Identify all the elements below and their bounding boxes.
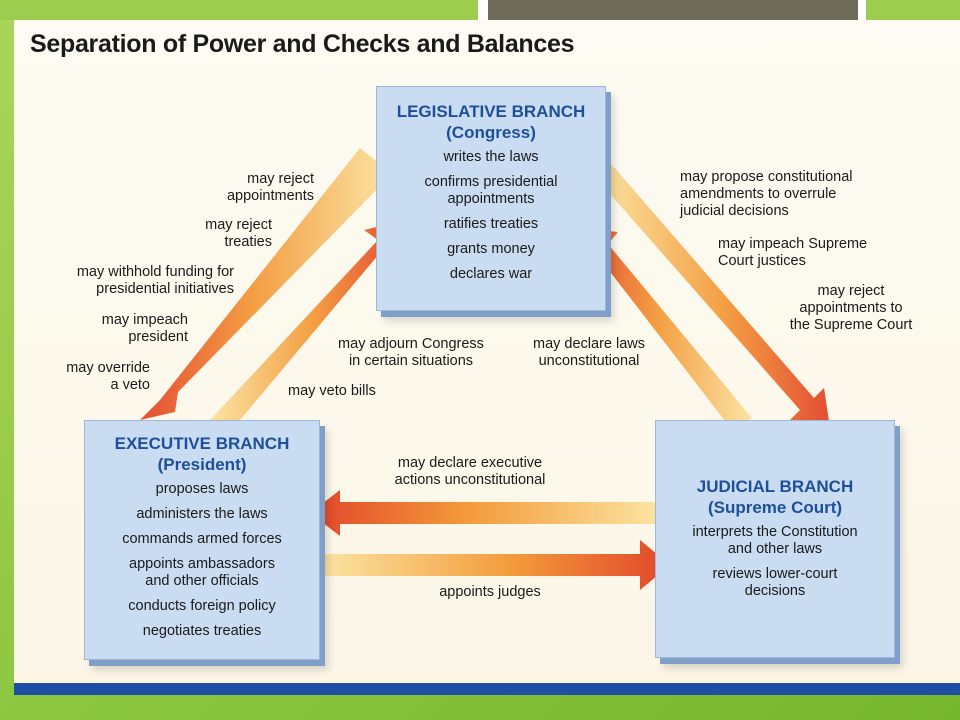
check-label-leg-exec: may withhold funding for presidential in… (76, 264, 234, 297)
legislative-duty: declares war (449, 266, 533, 282)
judicial-duty: reviews lower-court decisions (712, 566, 838, 599)
check-label-exec-leg: may adjourn Congress in certain situatio… (338, 336, 484, 369)
check-label-leg-jud: may impeach Supreme Court justices (718, 236, 868, 269)
executive-duty: appoints ambassadors and other officials (129, 556, 275, 589)
page-title: Separation of Power and Checks and Balan… (30, 30, 575, 58)
legislative-branch-subtitle: (Congress) (446, 123, 536, 142)
check-label-jud-exec: may declare executive actions unconstitu… (394, 455, 546, 488)
judicial-branch-subtitle: (Supreme Court) (707, 498, 843, 517)
legislative-branch-title: LEGISLATIVE BRANCH (396, 102, 586, 121)
check-label-leg-jud: may reject appointments to the Supreme C… (789, 283, 913, 333)
executive-duty: conducts foreign policy (128, 598, 276, 614)
check-label-exec-leg: may veto bills (288, 383, 376, 399)
check-label-exec-jud: appoints judges (439, 584, 541, 600)
check-label-leg-exec: may impeach president (101, 312, 188, 345)
check-label-leg-exec: may override a veto (66, 360, 150, 393)
top-accent-bar-left (0, 0, 478, 20)
top-accent-gap-2 (858, 0, 866, 20)
top-accent-bar-center (488, 0, 858, 20)
check-label-leg-exec: may reject appointments (226, 171, 314, 204)
top-accent-gap (478, 0, 488, 20)
arrow-exec-to-jud (325, 540, 670, 590)
top-accent-bar-right (866, 0, 960, 20)
arrow-jud-to-leg (580, 228, 752, 430)
executive-branch-box: EXECUTIVE BRANCH (President) proposes la… (84, 420, 320, 660)
judicial-duty: interprets the Constitution and other la… (692, 524, 858, 557)
check-label-leg-jud: may propose constitutional amendments to… (680, 169, 853, 219)
executive-duty: proposes laws (155, 481, 249, 497)
judicial-branch-box: JUDICIAL BRANCH (Supreme Court) interpre… (655, 420, 895, 658)
judicial-branch-title: JUDICIAL BRANCH (696, 477, 854, 496)
arrow-exec-to-leg (210, 222, 398, 432)
arrow-leg-to-jud (596, 165, 830, 428)
executive-duty: negotiates treaties (142, 623, 262, 639)
legislative-branch-box: LEGISLATIVE BRANCH (Congress) writes the… (376, 86, 606, 311)
executive-duty: commands armed forces (122, 531, 282, 547)
check-label-leg-exec: may reject treaties (205, 217, 272, 250)
arrow-jud-to-exec (310, 490, 655, 536)
check-label-jud-leg: may declare laws unconstitutional (532, 336, 645, 369)
arrow-leg-to-exec (140, 148, 392, 420)
bottom-bar (14, 683, 960, 695)
executive-duty: administers the laws (136, 506, 268, 522)
legislative-duty: ratifies treaties (443, 216, 539, 232)
legislative-duty: writes the laws (443, 149, 539, 165)
executive-branch-subtitle: (President) (157, 455, 247, 474)
legislative-duty: grants money (447, 241, 535, 257)
legislative-duty: confirms presidential appointments (424, 174, 558, 207)
executive-branch-title: EXECUTIVE BRANCH (114, 434, 290, 453)
